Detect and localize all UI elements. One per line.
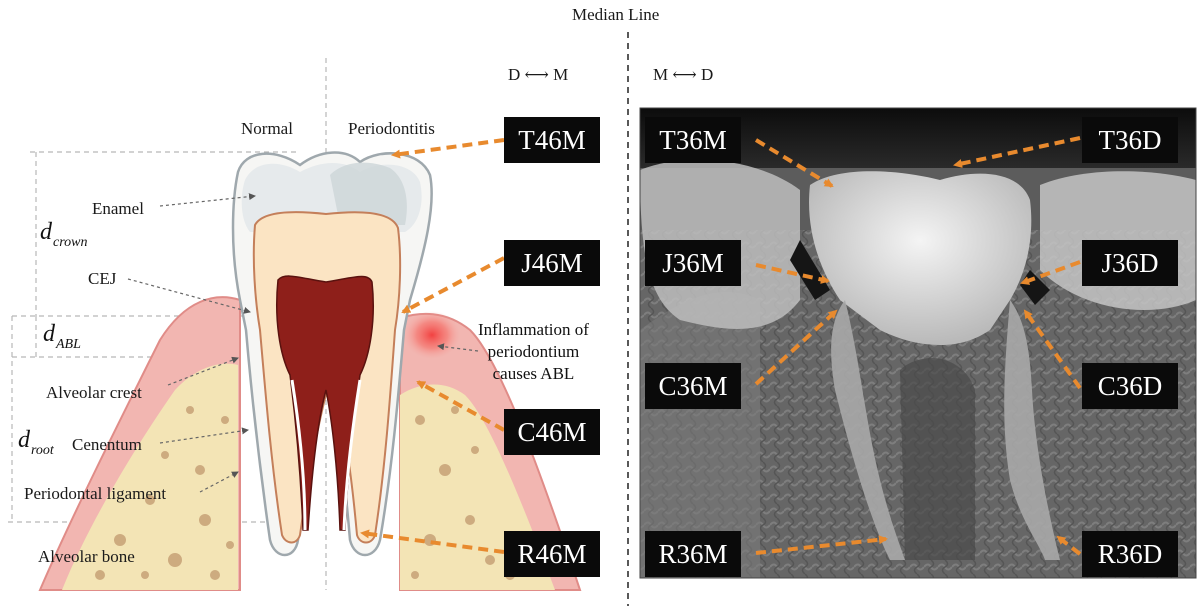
cej-label: CEJ	[88, 269, 117, 288]
tag-t46m: T46M	[504, 117, 600, 163]
tag-r46m: R46M	[504, 531, 600, 577]
inflammation-label: Inflammation of periodontium causes ABL	[478, 319, 589, 385]
tag-t36m: T36M	[645, 117, 741, 163]
d-crown-base: d	[40, 219, 52, 245]
d-crown-sub: crown	[53, 235, 88, 250]
d-abl-label: dABL	[43, 322, 81, 352]
alveolar-bone-label: Alveolar bone	[38, 547, 135, 566]
tag-c36d: C36D	[1082, 363, 1178, 409]
periodontitis-label: Periodontitis	[348, 119, 435, 138]
inflammation-line-1: Inflammation of	[478, 320, 589, 339]
xray-image	[639, 107, 1197, 579]
d-root-sub: root	[31, 443, 54, 458]
periodontal-ligament-label: Periodontal ligament	[24, 484, 167, 503]
tag-j36d: J36D	[1082, 240, 1178, 286]
orange-arrows	[360, 136, 1082, 556]
inflammation-line-2: periodontium	[487, 342, 580, 361]
root-canal-lines	[290, 379, 362, 531]
d-root-label: droot	[18, 428, 54, 458]
d-crown-label: dcrown	[40, 220, 87, 250]
d-abl-sub: ABL	[56, 337, 81, 352]
tag-c36m: C36M	[645, 363, 741, 409]
tag-r36m: R36M	[645, 531, 741, 577]
alveolar-bone	[62, 363, 555, 590]
periodontitis-enamel-shade	[330, 162, 407, 225]
normal-label: Normal	[241, 119, 293, 138]
label-pointers	[127, 193, 479, 493]
cenentum-label: Cenentum	[72, 435, 142, 454]
d-abl-base: d	[43, 321, 55, 347]
tag-r36d: R36D	[1082, 531, 1178, 577]
direction-right-label: M ⟷ D	[653, 65, 714, 84]
alveolar-crest-label: Alveolar crest	[46, 383, 142, 402]
enamel-label: Enamel	[92, 199, 144, 218]
direction-left-label: D ⟷ M	[508, 65, 569, 84]
pulp	[276, 275, 374, 531]
tag-c46m: C46M	[504, 409, 600, 455]
tag-j36m: J36M	[645, 240, 741, 286]
bone-spots	[95, 406, 515, 580]
inflammation-spot	[404, 311, 460, 359]
median-line-label: Median Line	[572, 5, 660, 24]
d-root-base: d	[18, 427, 30, 453]
tag-t36d: T36D	[1082, 117, 1178, 163]
inflammation-line-3: causes ABL	[492, 364, 575, 383]
tag-j46m: J46M	[504, 240, 600, 286]
